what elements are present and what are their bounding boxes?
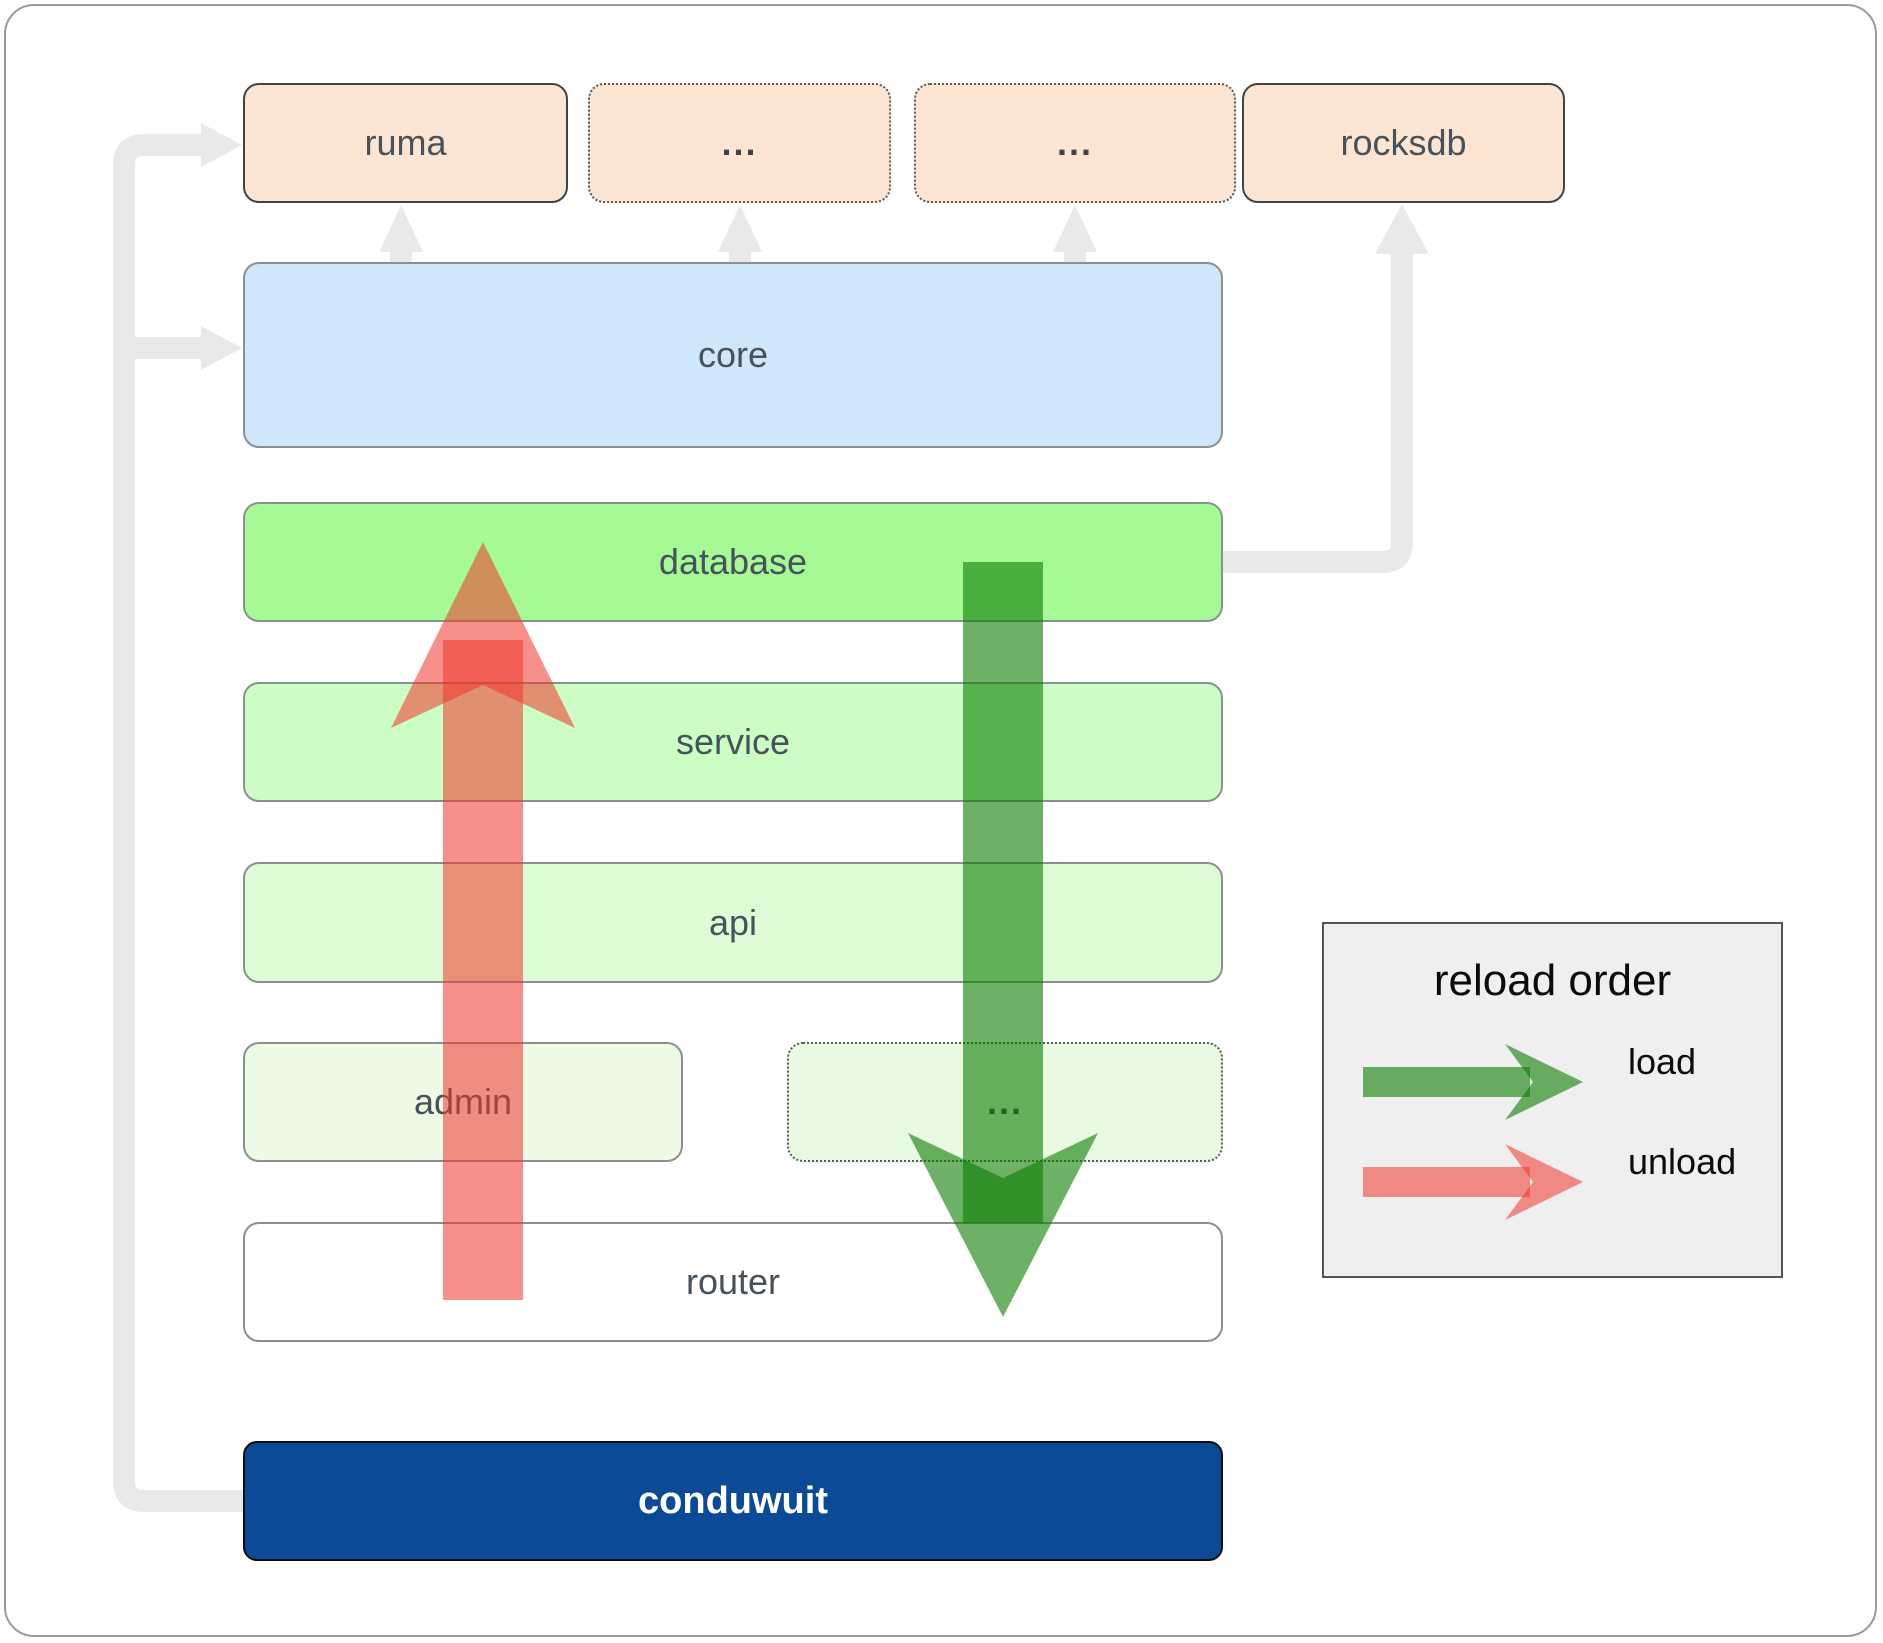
node-router: router [243, 1222, 1223, 1342]
node-ellipsis-3: ... [787, 1042, 1223, 1162]
legend-unload-label: unload [1628, 1141, 1737, 1182]
node-api: api [243, 862, 1223, 983]
node-label: service [675, 721, 791, 762]
node-conduwuit: conduwuit [243, 1441, 1223, 1561]
node-label: ruma [364, 122, 447, 163]
node-label: database [658, 541, 808, 582]
node-label: ... [986, 1081, 1023, 1122]
node-database: database [243, 502, 1223, 622]
node-label: router [685, 1261, 781, 1302]
node-service: service [243, 682, 1223, 802]
node-label: rocksdb [1340, 122, 1467, 163]
node-ellipsis-2: ... [914, 83, 1236, 203]
node-label: api [708, 901, 758, 943]
node-label: ... [721, 122, 758, 163]
node-label: conduwuit [638, 1479, 828, 1522]
legend-title: reload order [1433, 956, 1672, 1005]
node-rocksdb: rocksdb [1242, 83, 1565, 203]
node-admin: admin [243, 1042, 683, 1162]
legend: reload order load unload [1322, 922, 1783, 1278]
diagram-frame [4, 4, 1877, 1637]
node-label: ... [1056, 122, 1093, 163]
node-core: core [243, 262, 1223, 448]
node-ruma: ruma [243, 83, 568, 203]
legend-load-label: load [1628, 1041, 1697, 1082]
node-label: admin [413, 1081, 513, 1122]
node-label: core [697, 334, 769, 375]
node-ellipsis-1: ... [588, 83, 891, 203]
